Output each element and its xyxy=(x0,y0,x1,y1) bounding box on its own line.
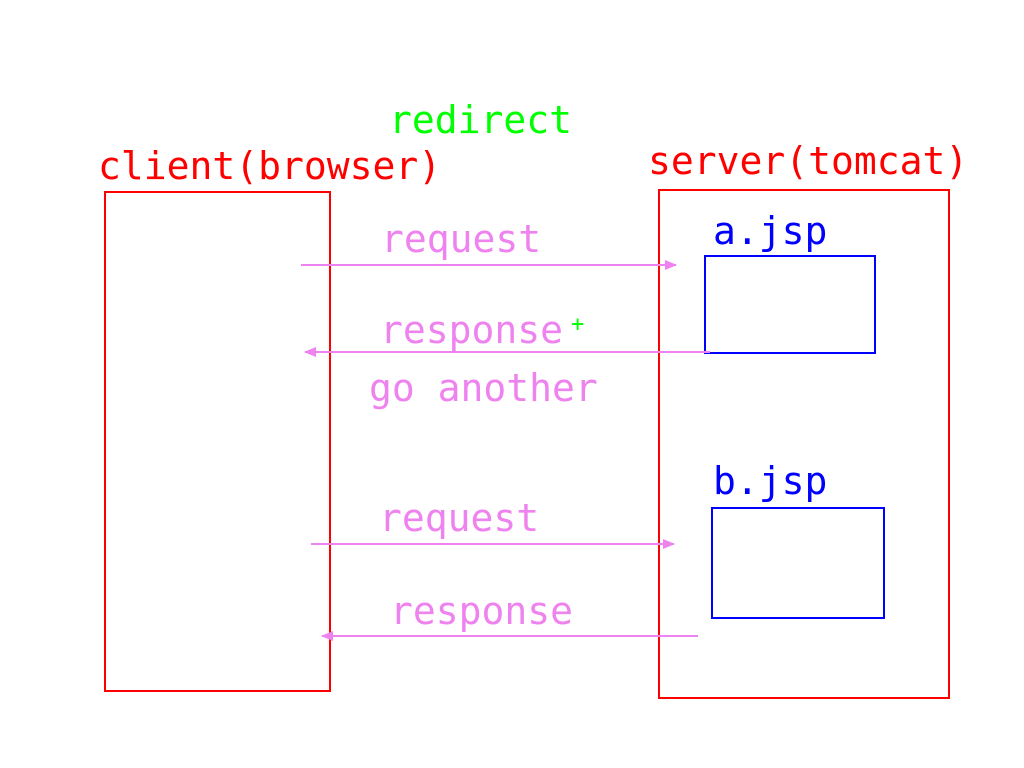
diagram-caption: redirect xyxy=(389,98,573,142)
a-jsp-box xyxy=(704,255,876,354)
client-label: client(browser) xyxy=(98,144,442,188)
client-box xyxy=(104,191,331,692)
server-label: server(tomcat) xyxy=(648,139,969,183)
a-jsp-label: a.jsp xyxy=(713,209,828,253)
response-marker: + xyxy=(571,312,585,337)
request-label-1: request xyxy=(381,217,542,261)
response-label-1: response xyxy=(380,308,564,352)
response-label-2: response xyxy=(390,589,574,633)
b-jsp-box xyxy=(711,507,885,619)
server-box xyxy=(658,189,950,699)
redirect-note: go another xyxy=(369,366,598,410)
request-label-2: request xyxy=(379,496,540,540)
b-jsp-label: b.jsp xyxy=(713,459,828,503)
